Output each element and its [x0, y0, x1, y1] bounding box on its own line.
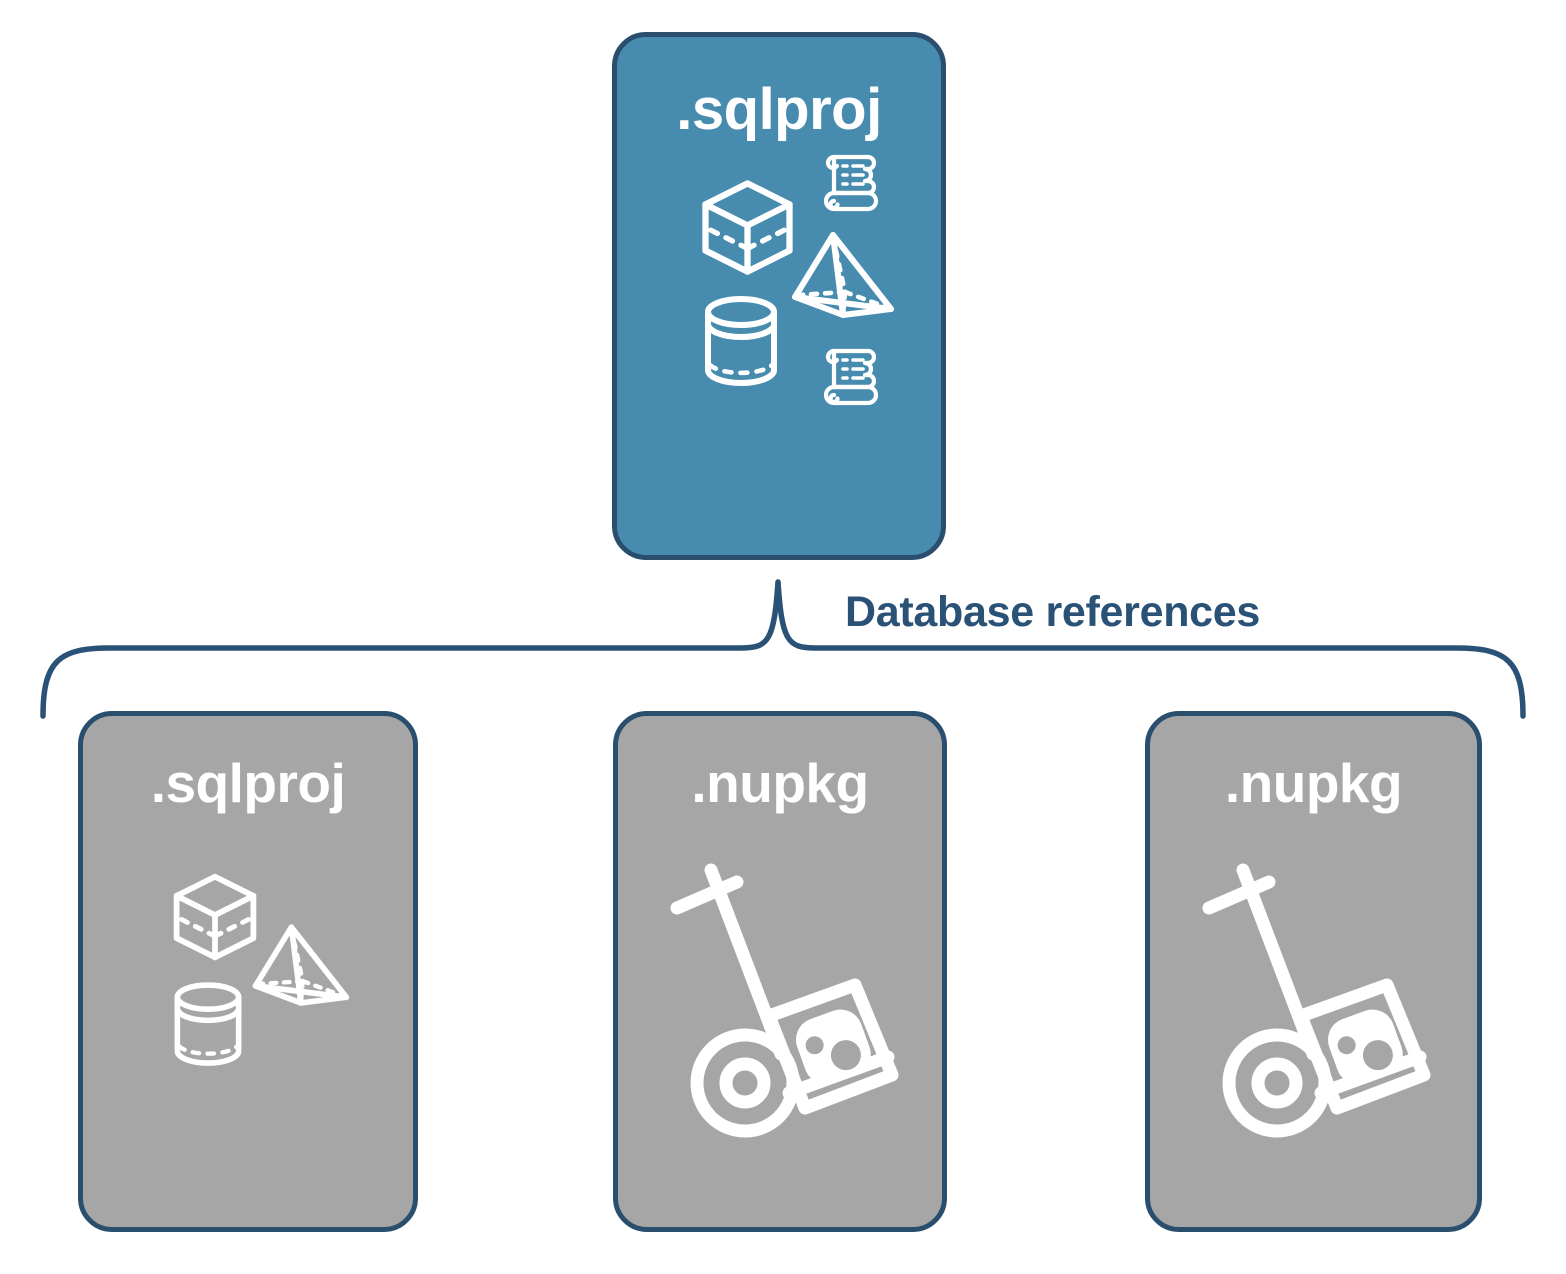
hand-truck-package-icon — [1202, 863, 1431, 1138]
node-reference-sqlproj-icon-group — [83, 811, 413, 1227]
node-reference-nupkg-1[interactable]: .nupkg — [613, 711, 947, 1232]
node-reference-nupkg-1-title: .nupkg — [691, 752, 869, 814]
pyramid-icon — [252, 924, 350, 1006]
node-reference-sqlproj[interactable]: .sqlproj — [78, 711, 418, 1232]
node-reference-nupkg-2-title: .nupkg — [1224, 752, 1403, 814]
node-root-icon-group — [617, 145, 941, 425]
database-references-label: Database references — [845, 588, 1260, 636]
cube-icon — [173, 873, 257, 961]
cylinder-icon — [174, 982, 242, 1066]
node-root-title: .sqlproj — [676, 77, 882, 142]
node-reference-nupkg-2-icon-group — [1150, 811, 1477, 1227]
node-reference-nupkg-2[interactable]: .nupkg — [1145, 711, 1482, 1232]
node-root-sqlproj[interactable]: .sqlproj — [612, 32, 946, 560]
database-references-bracket — [40, 579, 1526, 719]
node-reference-nupkg-1-icon-group — [618, 811, 942, 1227]
pyramid-icon — [792, 232, 894, 318]
hand-truck-package-icon — [670, 863, 899, 1138]
cylinder-icon — [705, 296, 777, 386]
scroll-icon — [823, 348, 879, 406]
node-reference-sqlproj-title: .sqlproj — [150, 752, 346, 814]
cube-icon — [702, 180, 793, 275]
scroll-icon — [823, 154, 879, 212]
